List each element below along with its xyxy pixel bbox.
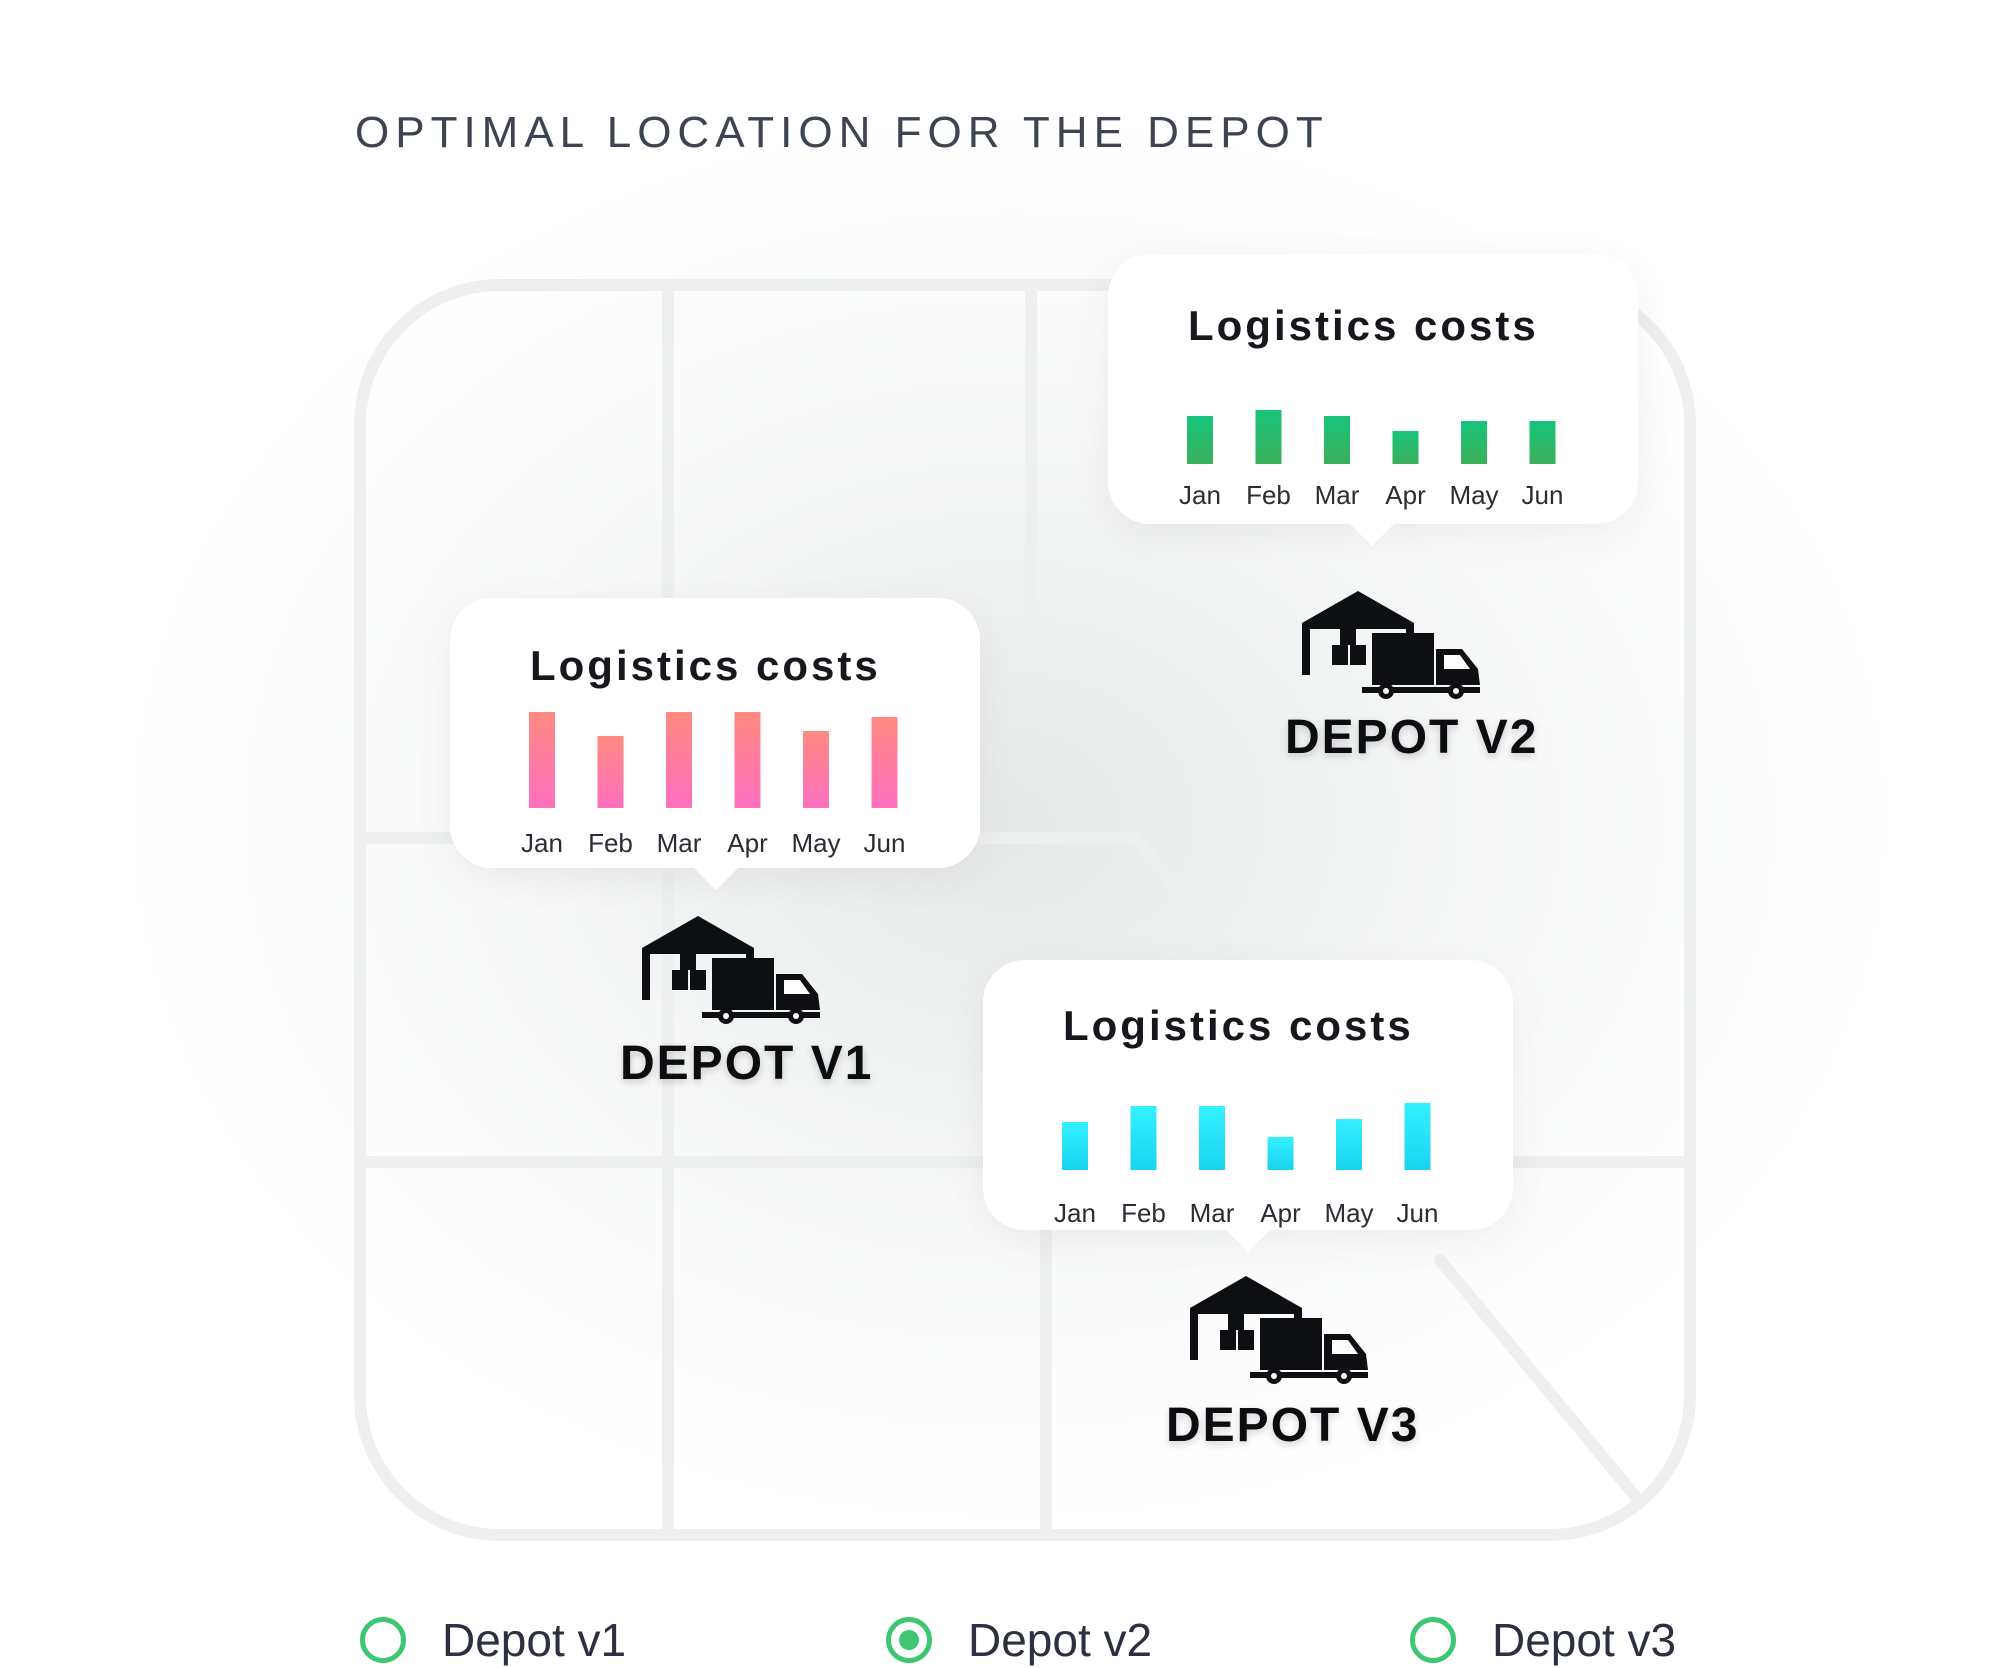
bar-mar: [1199, 1106, 1225, 1170]
street-diagonal-south: [1434, 1254, 1646, 1508]
tick-label-jan: Jan: [521, 828, 563, 858]
bar-jun: [871, 717, 898, 808]
warehouse-truck-icon[interactable]: [642, 910, 822, 1030]
tick-label-apr: Apr: [727, 828, 768, 858]
bar-apr: [1267, 1137, 1294, 1170]
street-vertical-north: [974, 283, 1037, 654]
bar-jun: [1529, 421, 1556, 464]
tick-label-jun: Jun: [864, 828, 906, 858]
bar-chart-depot-v2: Jan Feb Mar Apr May Jun: [1179, 410, 1564, 510]
popup-depot-v3: Logistics costs Jan Feb Mar Apr May Jun: [983, 960, 1513, 1252]
bar-may: [803, 731, 829, 808]
bar-feb: [597, 736, 624, 808]
option-label: Depot v1: [442, 1614, 627, 1666]
tick-label-may: May: [1449, 480, 1498, 510]
depot-label-v3: DEPOT V3: [1166, 1399, 1420, 1452]
tick-label-mar: Mar: [657, 828, 702, 858]
bar-mar: [1324, 416, 1350, 464]
bar-feb: [1255, 410, 1282, 464]
tick-label-jun: Jun: [1397, 1198, 1439, 1228]
popup-title: Logistics costs: [530, 642, 881, 689]
tick-label-jan: Jan: [1179, 480, 1221, 510]
option-depot-v1[interactable]: Depot v1: [360, 1612, 626, 1668]
warehouse-truck-icon[interactable]: [1190, 1270, 1370, 1390]
tick-label-jun: Jun: [1522, 480, 1564, 510]
popup-depot-v2: Logistics costs Jan Feb Mar Apr May Jun: [1108, 254, 1638, 546]
bar-chart-depot-v3: Jan Feb Mar Apr May Jun: [1054, 1103, 1439, 1228]
bar-jun: [1404, 1103, 1431, 1170]
bar-may: [1336, 1119, 1362, 1170]
popup-depot-v1: Logistics costs Jan Feb Mar Apr May Jun: [450, 598, 980, 890]
bar-jan: [529, 712, 555, 808]
popup-title: Logistics costs: [1063, 1002, 1414, 1049]
bar-mar: [666, 712, 692, 808]
tick-label-feb: Feb: [1246, 480, 1291, 510]
depot-label-v1: DEPOT V1: [620, 1037, 874, 1090]
radio-depot-v3[interactable]: [1410, 1617, 1456, 1663]
radio-depot-v1[interactable]: [360, 1617, 406, 1663]
option-label: Depot v3: [1492, 1614, 1677, 1666]
page-title: OPTIMAL LOCATION FOR THE DEPOT: [355, 108, 1329, 157]
map-outline: [354, 279, 1696, 1541]
tick-label-apr: Apr: [1260, 1198, 1301, 1228]
bar-jan: [1062, 1122, 1088, 1170]
bar-apr: [1392, 431, 1419, 464]
bar-apr: [734, 712, 761, 808]
tick-label-feb: Feb: [1121, 1198, 1166, 1228]
radio-depot-v2[interactable]: [886, 1617, 932, 1663]
tick-label-may: May: [1324, 1198, 1373, 1228]
bar-may: [1461, 421, 1487, 464]
bar-jan: [1187, 416, 1213, 464]
option-label: Depot v2: [968, 1614, 1153, 1666]
warehouse-truck-icon[interactable]: [1302, 585, 1482, 705]
tick-label-feb: Feb: [588, 828, 633, 858]
tick-label-may: May: [791, 828, 840, 858]
tick-label-mar: Mar: [1190, 1198, 1235, 1228]
option-depot-v2[interactable]: Depot v2: [886, 1612, 1152, 1668]
tick-label-jan: Jan: [1054, 1198, 1096, 1228]
bar-feb: [1130, 1106, 1157, 1170]
popup-title: Logistics costs: [1188, 302, 1539, 349]
tick-label-apr: Apr: [1385, 480, 1426, 510]
tick-label-mar: Mar: [1315, 480, 1360, 510]
depot-label-v2: DEPOT V2: [1285, 711, 1539, 764]
option-depot-v3[interactable]: Depot v3: [1410, 1612, 1676, 1668]
bar-chart-depot-v1: Jan Feb Mar Apr May Jun: [521, 712, 906, 858]
